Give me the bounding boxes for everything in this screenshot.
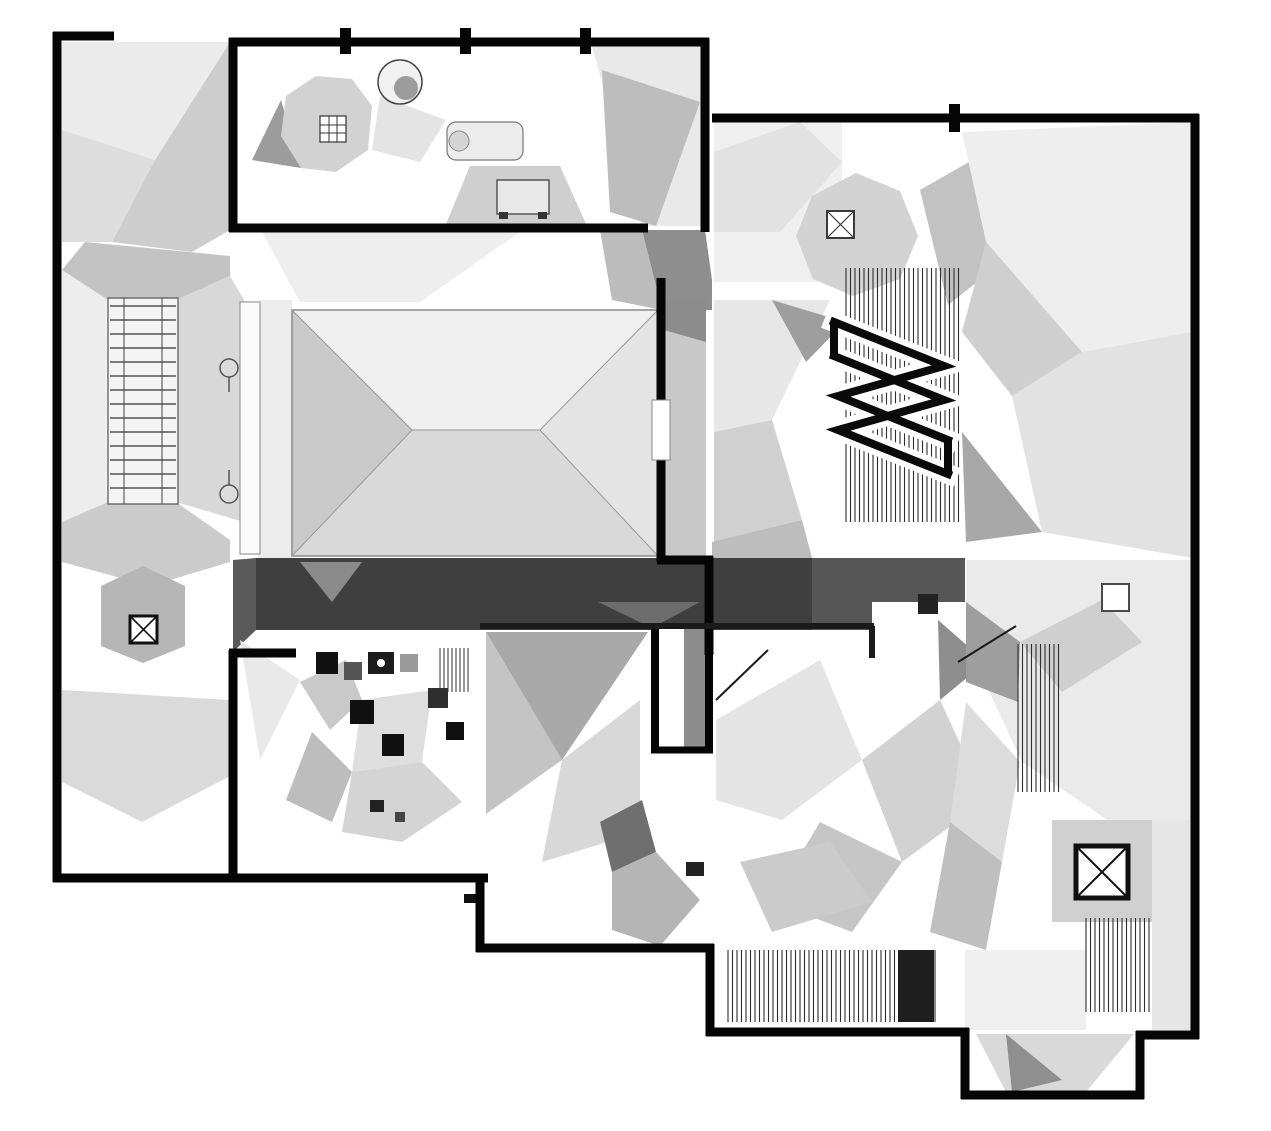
- kitchen-shade-mid: [372, 96, 446, 162]
- bed-edge-1: [291, 309, 413, 431]
- southeast-dark-square: [918, 594, 938, 614]
- footroom-dark: [1006, 1034, 1062, 1092]
- blcluster-square3-dot: [377, 659, 385, 667]
- centerbottom-shade-2: [486, 632, 562, 814]
- bed-face-top: [292, 310, 658, 430]
- counter-appliance: [446, 121, 524, 161]
- stair-arrow-2: [825, 350, 957, 480]
- sink-bowl-inner: [394, 76, 418, 100]
- bottomright-hatch: [1085, 918, 1150, 1012]
- blcluster-square-5: [350, 700, 374, 724]
- rightwing-shade-5: [712, 520, 812, 558]
- bed-face-right: [540, 310, 658, 556]
- corridor-dark-top: [664, 300, 706, 342]
- window-tick-3: [580, 28, 591, 54]
- east-window-box: [1101, 583, 1130, 612]
- shade-stair-top: [62, 242, 230, 300]
- blcluster-shade-3: [286, 732, 352, 822]
- window-tick-4: [949, 104, 960, 132]
- southeast-column-2: [930, 822, 1002, 950]
- door-leaf-2: [957, 625, 1017, 663]
- southeast-shade-4: [740, 842, 872, 932]
- blcluster-shade-4: [342, 762, 462, 842]
- hall-shade-1: [262, 232, 520, 302]
- shadow-band-right: [812, 558, 965, 630]
- blcluster-square-7: [428, 688, 448, 708]
- shadow-band-leftcap: [233, 558, 256, 652]
- bed-edge-3: [291, 429, 413, 557]
- bed-edge-4: [539, 429, 659, 557]
- southeast-shade-1: [716, 660, 862, 820]
- wall-notch-2: [686, 862, 704, 876]
- bed-left-strip: [258, 300, 292, 558]
- shade-stair-right: [176, 276, 244, 522]
- east-shade-1: [962, 122, 1192, 352]
- bottomstrip-hatch-dark: [898, 950, 934, 1022]
- blcluster-hatch: [439, 648, 469, 692]
- lamp-xbox-d2: [129, 615, 158, 644]
- bottomright-xbox-d2: [1075, 845, 1129, 899]
- blcluster-bit-1: [370, 800, 384, 812]
- knob-bottom: [219, 484, 239, 504]
- kitchen-shade-right-dark: [602, 70, 700, 226]
- stairs-left-treads: [110, 305, 176, 489]
- blcluster-shade-0: [240, 640, 300, 760]
- bed-face-left: [292, 310, 412, 556]
- blcluster-square-2: [344, 662, 362, 680]
- shadow-band-highlight-2: [598, 602, 700, 628]
- shade-topleft-1: [62, 42, 230, 160]
- shade-bottomleft-room: [62, 690, 230, 822]
- shade-topleft-2: [62, 130, 155, 242]
- east-shade-2: [962, 242, 1082, 396]
- small-table-leg-2: [538, 212, 547, 219]
- eastmid-shade-2: [1020, 600, 1142, 692]
- counter-appliance-knob: [448, 130, 470, 152]
- southeast-column-1: [950, 702, 1020, 862]
- corridor-right-of-bed: [664, 300, 706, 558]
- stove-grid: [319, 115, 347, 143]
- bottomright-shade-3: [965, 950, 1086, 1030]
- blcluster-square-4: [400, 654, 418, 672]
- rightwing-shade-4: [714, 420, 802, 542]
- window-tick-2: [460, 28, 471, 54]
- blcluster-square-6: [382, 734, 404, 756]
- rightwing-shade-2: [714, 122, 842, 232]
- bed-face-bottom: [292, 430, 658, 556]
- east-shade-3: [1012, 332, 1192, 558]
- door-leaf-1: [715, 649, 769, 701]
- blcluster-square-1: [316, 652, 338, 674]
- rightwing-shade-dark: [772, 300, 845, 362]
- wall-notch-1: [464, 894, 482, 903]
- blcluster-square-8: [446, 722, 464, 740]
- eastmid-shade-1: [966, 560, 1192, 850]
- window-tick-1: [340, 28, 351, 54]
- centerbottom-shade-dark: [600, 800, 656, 872]
- small-table-leg-1: [499, 212, 508, 219]
- centerbottom-shade-4: [612, 852, 700, 946]
- stairs-left-body: [107, 297, 179, 505]
- bottomright-shade-2: [1152, 820, 1192, 1030]
- shadow-band-highlight-1: [300, 562, 362, 602]
- rightwing-xbox-d2: [826, 210, 855, 239]
- blcluster-bit-2: [395, 812, 405, 822]
- pocket-door-strip: [239, 301, 261, 555]
- shade-stair-bottom: [62, 502, 230, 586]
- small-table: [496, 179, 550, 215]
- shade-topleft-3: [112, 42, 230, 252]
- hall-shade-dark2: [600, 230, 662, 310]
- rightwing-octagon: [796, 173, 918, 296]
- east-shade-dark: [962, 432, 1042, 542]
- kitchen-table-shadow: [252, 100, 301, 168]
- eastmid-hatch: [1017, 644, 1060, 792]
- bed-door-panel: [651, 399, 671, 461]
- bed-edge-2: [539, 309, 659, 431]
- knob-top: [219, 358, 239, 378]
- bottomstrip-hatch: [727, 950, 936, 1022]
- eastmid-shade-dark: [966, 602, 1020, 702]
- centerbottom-shade-1: [486, 632, 648, 760]
- shade-stair-left: [62, 270, 108, 522]
